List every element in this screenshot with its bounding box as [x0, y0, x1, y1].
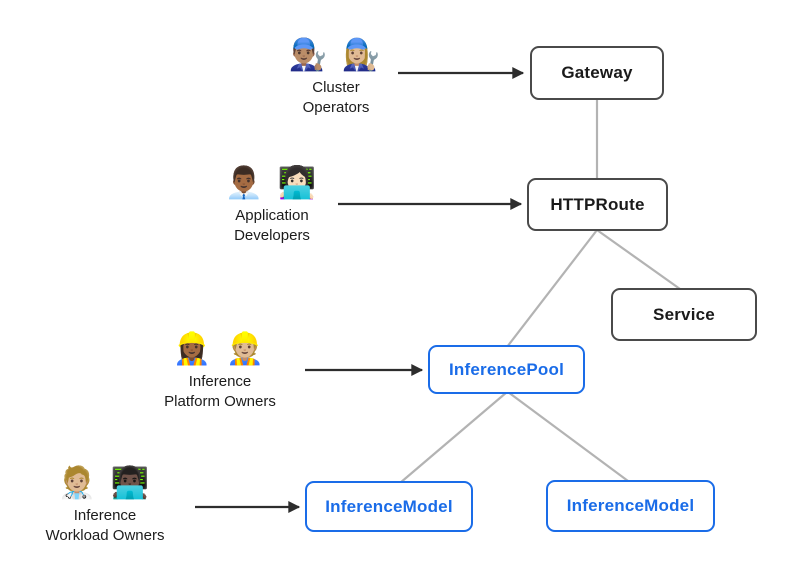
node-service-label: Service — [653, 304, 715, 324]
inference-workload-owners-label-line2: Workload Owners — [45, 526, 165, 544]
node-inferencemodel-left: InferenceModel — [305, 481, 473, 532]
edge-httproute-service — [596, 229, 681, 290]
cluster-operators-label-line2: Operators — [302, 98, 370, 116]
node-gateway: Gateway — [530, 46, 664, 100]
inference-platform-owners-label: Inference Platform Owners — [125, 372, 315, 412]
node-httproute: HTTPRoute — [527, 178, 668, 231]
edge-httproute-inferencepool — [506, 229, 598, 348]
node-gateway-label: Gateway — [561, 63, 633, 82]
inference-workload-owners-label: Inference Workload Owners — [10, 506, 200, 546]
edge-inferencepool-inferencemodel-right — [507, 391, 629, 482]
cluster-operators-icon: 👨🏽‍🔧 👩🏼‍🔧 — [288, 37, 384, 72]
application-developers-label-line1: Application — [235, 206, 309, 224]
node-inferencemodel-left-label: InferenceModel — [325, 496, 453, 516]
cluster-operators-label-line1: Cluster — [312, 78, 360, 96]
application-developers-label-line2: Developers — [234, 226, 310, 244]
persona-inference-platform-owners: 👷🏾‍♀️ 👷🏼 Inference Platform Owners — [125, 330, 315, 412]
inference-workload-owners-label-line1: Inference — [73, 506, 137, 524]
persona-application-developers: 👨🏾‍💼 👩🏻‍💻 Application Developers — [177, 164, 367, 246]
node-inferencemodel-right: InferenceModel — [546, 480, 715, 532]
inference-platform-owners-label-line2: Platform Owners — [164, 392, 276, 410]
node-inferencepool: InferencePool — [428, 345, 585, 394]
inference-platform-owners-label-line1: Inference — [188, 372, 252, 390]
node-inferencemodel-right-label: InferenceModel — [566, 496, 695, 515]
persona-cluster-operators: 👨🏽‍🔧 👩🏼‍🔧 Cluster Operators — [241, 36, 431, 118]
node-httproute-label: HTTPRoute — [550, 194, 645, 214]
application-developers-label: Application Developers — [177, 206, 367, 246]
edge-inferencepool-inferencemodel-left — [399, 391, 508, 484]
node-service: Service — [611, 288, 757, 341]
cluster-operators-label: Cluster Operators — [241, 78, 431, 118]
inference-platform-owners-icon: 👷🏾‍♀️ 👷🏼 — [172, 331, 268, 366]
persona-inference-workload-owners: 🧑🏼‍⚕️ 👨🏿‍💻 Inference Workload Owners — [10, 464, 200, 546]
application-developers-icon: 👨🏾‍💼 👩🏻‍💻 — [224, 165, 320, 200]
inference-workload-owners-icon: 🧑🏼‍⚕️ 👨🏿‍💻 — [57, 465, 153, 500]
node-inferencepool-label: InferencePool — [448, 359, 565, 379]
